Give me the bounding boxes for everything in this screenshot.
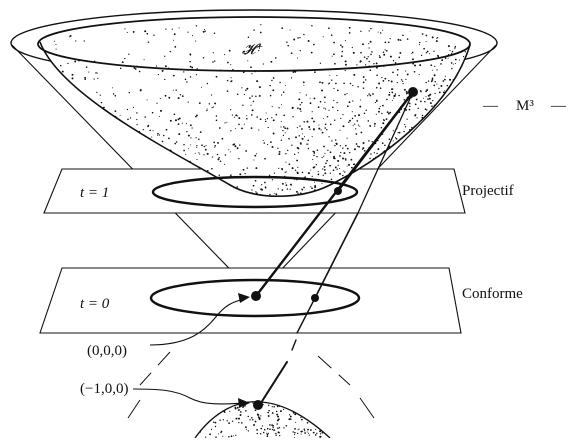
point-origin [251, 291, 261, 301]
point-on-hyperboloid [408, 87, 418, 97]
minkowski-label: M³ [516, 98, 534, 114]
origin-leader-arrow [149, 297, 248, 346]
projection-rays [254, 90, 415, 407]
origin-label: (0,0,0) [87, 343, 127, 359]
point-south-pole [253, 400, 263, 410]
lower-hyperboloid-cap [194, 401, 331, 439]
cone-left-lower [139, 351, 171, 386]
minkowski-dash-right: — [550, 98, 567, 114]
minkowski-dash-left: — [482, 98, 499, 114]
south-pole-label: (−1,0,0) [80, 381, 128, 397]
cone-right-lower [317, 355, 351, 386]
cone-left-lower-2 [127, 399, 141, 419]
plane-t0-label: t = 0 [80, 296, 110, 312]
conforme-label: Conforme [462, 286, 523, 302]
south-pole-arrowhead [238, 398, 250, 408]
plane-t1-label: t = 1 [80, 185, 109, 201]
projectif-label: Projectif [462, 183, 514, 199]
origin-arrowhead [238, 293, 250, 303]
projective-disk [151, 175, 359, 209]
south-pole-leader-arrow [132, 388, 247, 405]
conformal-disk [149, 278, 361, 318]
point-conformal [311, 294, 319, 302]
hyperboloid-label: 𝓗⁺ [242, 42, 263, 58]
point-projective [334, 187, 342, 195]
cone-right-lower-2 [359, 397, 375, 419]
plane-t0 [39, 267, 462, 334]
